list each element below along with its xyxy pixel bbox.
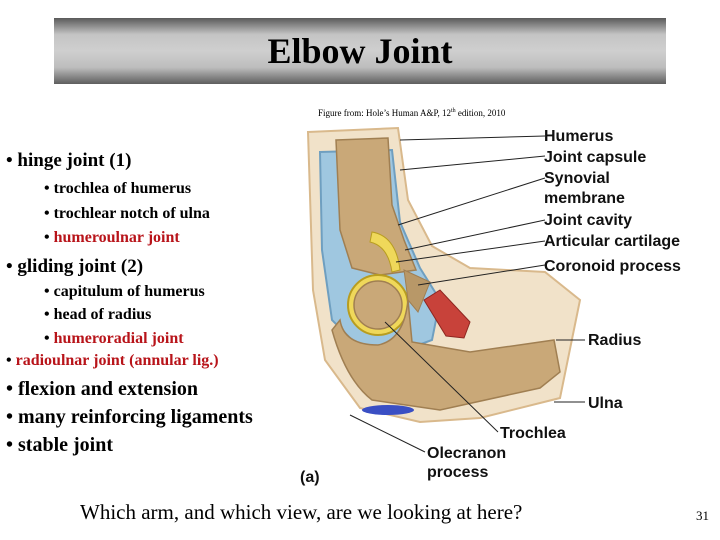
label-membrane: membrane: [544, 190, 625, 207]
bullet-stable: • stable joint: [6, 434, 114, 456]
muscle-shape: [423, 289, 471, 339]
trochlea-core: [353, 280, 403, 330]
bullet-ligaments: • many reinforcing ligaments: [6, 406, 253, 428]
label-articular-cartilage: Articular cartilage: [544, 233, 680, 250]
humerus-shape: [335, 137, 418, 276]
panel-label: (a): [300, 469, 320, 486]
label-trochlea: Trochlea: [500, 425, 566, 442]
label-radius: Radius: [588, 332, 641, 349]
bullet-humeroulnar: • humeroulnar joint: [44, 229, 180, 246]
figure-credit: Figure from: Hole’s Human A&P, 12th edit…: [318, 108, 506, 118]
label-coronoid-process: Coronoid process: [544, 258, 681, 275]
title-bar: Elbow Joint: [54, 18, 666, 84]
question-text: Which arm, and which view, are we lookin…: [80, 500, 523, 524]
label-process: process: [427, 464, 488, 481]
bullet-trochlea-humerus: • trochlea of humerus: [44, 180, 192, 197]
figure-labels: Humerus Joint capsule Synovial membrane …: [300, 128, 681, 486]
label-olecranon: Olecranon: [427, 445, 506, 462]
bullet-hinge-joint: • hinge joint (1): [6, 150, 132, 171]
label-joint-cavity: Joint cavity: [544, 212, 632, 229]
bullet-capitulum: • capitulum of humerus: [44, 283, 205, 300]
label-ulna: Ulna: [588, 395, 623, 412]
label-humerus: Humerus: [544, 128, 613, 145]
bullet-humeroradial: • humeroradial joint: [44, 330, 184, 347]
ligament-shape: [362, 405, 414, 415]
leader-lines: [349, 135, 585, 453]
bullet-flexion: • flexion and extension: [6, 378, 199, 400]
bullet-trochlear-notch: • trochlear notch of ulna: [44, 205, 210, 222]
bullet-gliding-joint: • gliding joint (2): [6, 256, 144, 277]
bullet-head-radius: • head of radius: [44, 306, 152, 323]
label-joint-capsule: Joint capsule: [544, 149, 646, 166]
label-synovial: Synovial: [544, 170, 610, 187]
articular-cartilage-shape: [369, 231, 401, 273]
coronoid-process-shape: [403, 269, 431, 313]
slide-title: Elbow Joint: [267, 31, 453, 71]
page-number: 31: [696, 508, 709, 523]
bullet-radioulnar: • radioulnar joint (annular lig.): [6, 352, 219, 369]
elbow-diagram: Humerus Joint capsule Synovial membrane …: [300, 126, 681, 486]
